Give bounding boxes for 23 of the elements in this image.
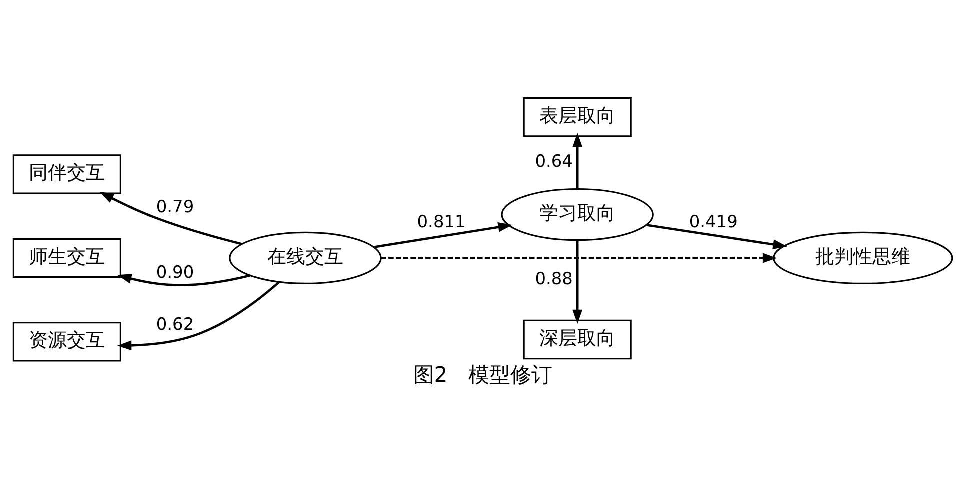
node-box: 师生交互: [12, 238, 122, 278]
node-box: 表层取向: [523, 96, 632, 137]
edge-label: 0.79: [156, 196, 194, 216]
arrow: [374, 222, 512, 248]
node-box: 深层取向: [523, 319, 632, 360]
arrow: [572, 132, 583, 189]
arrow: [381, 252, 778, 263]
arrow: [117, 280, 280, 350]
edge-label: 0.419: [689, 210, 738, 231]
edge-label: 0.62: [156, 314, 194, 334]
edge-label: 0.811: [417, 210, 466, 231]
node-box: 资源交互: [12, 322, 122, 362]
edge-label: 0.90: [156, 262, 194, 282]
edge-label: 0.88: [535, 268, 573, 288]
arrow: [572, 240, 583, 324]
edge-label: 0.64: [535, 150, 573, 170]
node-box: 同伴交互: [12, 154, 122, 194]
caption: 图2 模型修订: [413, 362, 553, 387]
node-ellipse: 学习取向: [501, 188, 654, 241]
node-ellipse: 在线交互: [229, 231, 382, 284]
arrow: [100, 192, 242, 245]
arrow: [117, 274, 250, 286]
arrow: [646, 224, 788, 250]
